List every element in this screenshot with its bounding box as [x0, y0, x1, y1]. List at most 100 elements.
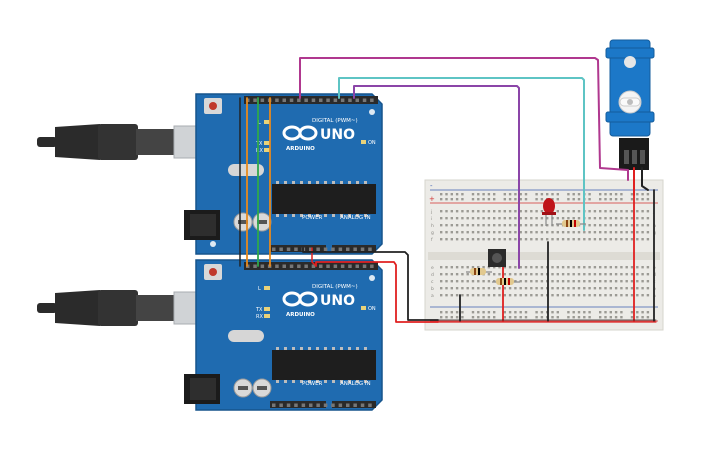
- breadboard-hole: [540, 193, 544, 196]
- header-pin: [323, 403, 328, 407]
- header-pin: [282, 98, 286, 102]
- breadboard-hole: [641, 231, 644, 234]
- breadboard-hole: [583, 311, 586, 314]
- breadboard-hole: [524, 210, 528, 213]
- breadboard-hole: [577, 294, 581, 297]
- resistor-button-b: [492, 278, 520, 285]
- breadboard-hole: [630, 311, 634, 314]
- breadboard-hole: [636, 238, 639, 241]
- breadboard-hole: [593, 210, 597, 213]
- header-pin: [333, 98, 338, 102]
- on-label: ON: [368, 140, 376, 146]
- breadboard-hole: [630, 294, 634, 297]
- header-pin: [333, 264, 338, 268]
- header-pin: [253, 98, 257, 102]
- breadboard-hole: [455, 294, 459, 297]
- breadboard-hole: [646, 224, 650, 227]
- breadboard-hole: [572, 198, 575, 201]
- breadboard-hole: [524, 266, 528, 269]
- breadboard-hole: [466, 224, 469, 227]
- breadboard-hole: [535, 266, 538, 269]
- breadboard-hole: [593, 287, 597, 290]
- breadboard-hole: [471, 280, 475, 283]
- breadboard-hole: [540, 280, 544, 283]
- power-header: [270, 245, 326, 252]
- breadboard-hole: [461, 316, 464, 319]
- breadboard-hole: [466, 217, 469, 220]
- breadboard-hole: [455, 311, 459, 314]
- rail-plus-label: +: [429, 195, 435, 203]
- breadboard-hole: [519, 311, 522, 314]
- breadboard-hole: [604, 198, 607, 201]
- header-pin: [353, 247, 357, 251]
- rx-label: RX: [256, 148, 263, 154]
- row-letter-left: a: [431, 294, 434, 299]
- breadboard-holes: [440, 193, 650, 319]
- breadboard-hole: [461, 273, 464, 276]
- l-led-label: L: [258, 286, 261, 292]
- breadboard-hole: [535, 311, 538, 314]
- breadboard-hole: [487, 287, 491, 290]
- wire-led-signal: [338, 77, 585, 231]
- breadboard-hole: [508, 273, 512, 276]
- header-pin: [309, 247, 313, 251]
- breadboard-hole: [646, 210, 650, 213]
- power-label: POWER: [302, 215, 323, 221]
- breadboard-hole: [551, 266, 554, 269]
- breadboard-hole: [471, 224, 475, 227]
- header-pin: [311, 264, 316, 268]
- header-pin: [297, 98, 301, 102]
- breadboard-hole: [556, 311, 559, 314]
- breadboard-hole: [524, 217, 528, 220]
- header-pin: [368, 247, 372, 251]
- breadboard-hole: [530, 238, 533, 241]
- breadboard-hole: [503, 193, 506, 196]
- wire-5v-bottom: [315, 261, 439, 323]
- breadboard-hole: [551, 280, 554, 283]
- header-pin: [272, 403, 276, 407]
- breadboard-hole: [461, 231, 464, 234]
- breadboard-hole: [641, 273, 644, 276]
- breadboard-hole: [604, 231, 607, 234]
- breadboard-hole: [514, 224, 517, 227]
- breadboard-hole: [514, 316, 517, 319]
- breadboard-hole: [535, 231, 538, 234]
- breadboard-hole: [508, 238, 512, 241]
- breadboard-hole: [524, 224, 528, 227]
- breadboard-hole: [567, 287, 570, 290]
- breadboard-hole: [493, 316, 496, 319]
- breadboard-hole: [599, 224, 602, 227]
- breadboard-hole: [471, 193, 475, 196]
- breadboard-hole: [540, 316, 544, 319]
- breadboard-hole: [440, 210, 443, 213]
- breadboard-hole: [599, 193, 602, 196]
- breadboard-hole: [604, 238, 607, 241]
- breadboard-hole: [641, 294, 644, 297]
- breadboard-hole: [604, 316, 607, 319]
- breadboard-hole: [630, 316, 634, 319]
- breadboard-hole: [641, 224, 644, 227]
- header-pin: [260, 98, 265, 102]
- breadboard-hole: [445, 231, 448, 234]
- usb-cable-bottom: [37, 290, 223, 326]
- breadboard-hole: [614, 287, 618, 290]
- breadboard-hole: [567, 231, 570, 234]
- breadboard-hole: [535, 193, 538, 196]
- breadboard-hole: [593, 238, 597, 241]
- breadboard-hole: [599, 273, 602, 276]
- breadboard-hole: [614, 294, 618, 297]
- breadboard-hole: [487, 198, 491, 201]
- digital-header: [244, 262, 378, 270]
- breadboard-hole: [471, 316, 475, 319]
- breadboard-hole: [609, 311, 612, 314]
- servo-motor: [605, 39, 655, 170]
- breadboard-hole: [471, 210, 475, 213]
- header-pin: [294, 247, 298, 251]
- breadboard-hole: [609, 238, 612, 241]
- breadboard-hole: [625, 217, 628, 220]
- breadboard-hole: [487, 311, 491, 314]
- breadboard-hole: [519, 273, 522, 276]
- breadboard-hole: [461, 193, 464, 196]
- breadboard-hole: [455, 316, 459, 319]
- breadboard-hole: [588, 266, 591, 269]
